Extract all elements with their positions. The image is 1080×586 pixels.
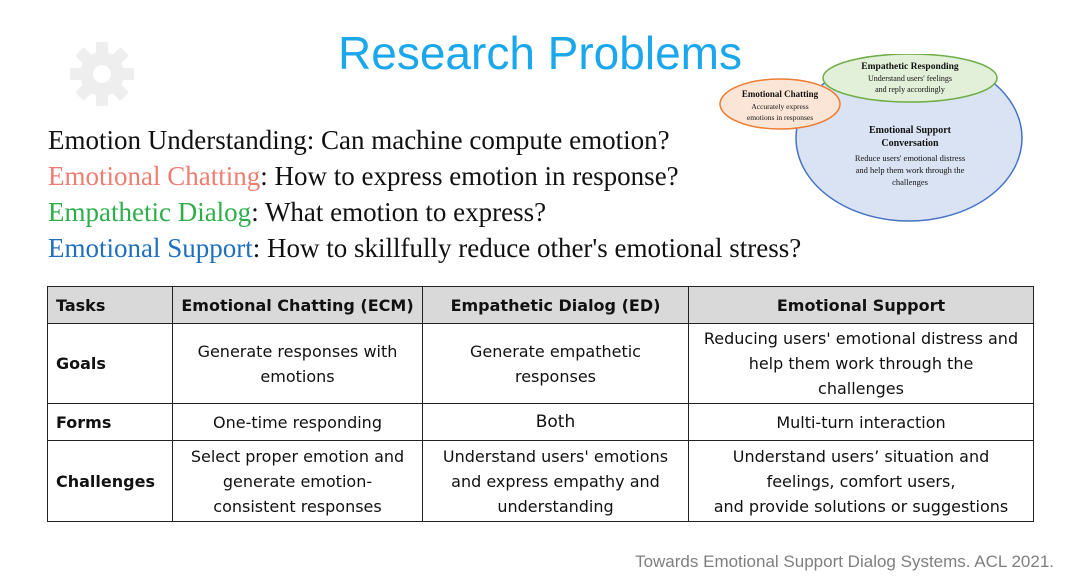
row-label: Challenges bbox=[47, 440, 173, 522]
table-header-cell: Emotional Support bbox=[688, 286, 1034, 324]
cell-line: challenges bbox=[818, 379, 904, 398]
table-cell: Understand users' emotions and express e… bbox=[422, 440, 689, 522]
venn-orange-title: Emotional Chatting bbox=[742, 89, 819, 99]
row-label: Forms bbox=[47, 403, 173, 441]
table-cell: Reducing users' emotional distress and h… bbox=[688, 323, 1034, 404]
cell-line: help them work through the bbox=[748, 354, 974, 373]
citation: Towards Emotional Support Dialog Systems… bbox=[635, 552, 1054, 571]
cell-line: Generate responses with bbox=[197, 341, 398, 361]
cell-line: Multi-turn interaction bbox=[776, 412, 946, 432]
venn-outer-desc-2: and help them work through the bbox=[856, 165, 965, 175]
venn-green-ellipse bbox=[822, 54, 998, 103]
table-cell: Generate responses with emotions bbox=[172, 323, 423, 404]
venn-green-title: Empathetic Responding bbox=[861, 62, 959, 72]
table-cell: One-time responding bbox=[172, 403, 423, 441]
venn-outer-title-1: Emotional Support bbox=[869, 125, 952, 136]
cell-line: and provide solutions or suggestions bbox=[713, 496, 1009, 516]
cell-line: One-time responding bbox=[213, 412, 382, 432]
cell-line: Both bbox=[535, 411, 576, 432]
cell-line: Understand users' emotions bbox=[442, 446, 669, 466]
cell-line: understanding bbox=[497, 496, 614, 516]
problem-question: : How to skillfully reduce other's emoti… bbox=[252, 233, 802, 263]
cell-line: generate emotion- bbox=[222, 471, 373, 491]
problem-question: : How to express emotion in response? bbox=[260, 161, 679, 191]
cell-line: and express empathy and bbox=[451, 471, 660, 491]
cell-line: Generate empathetic bbox=[470, 341, 641, 361]
venn-outer-desc-1: Reduce users' emotional distress bbox=[855, 153, 965, 163]
cell-line: emotions bbox=[260, 366, 335, 386]
problem-emotion-understanding: Emotion Understanding: Can machine compu… bbox=[48, 122, 801, 158]
cell-line: Select proper emotion and bbox=[190, 446, 405, 466]
problem-question: : Can machine compute emotion? bbox=[306, 125, 670, 155]
cell-line: feelings, comfort users, bbox=[766, 471, 956, 491]
venn-orange-desc-1: Accurately express bbox=[751, 102, 808, 111]
tasks-comparison-table: Tasks Emotional Chatting (ECM) Empatheti… bbox=[47, 286, 1034, 522]
problem-emotional-support: Emotional Support: How to skillfully red… bbox=[48, 230, 801, 266]
problem-term: Emotion Understanding bbox=[48, 125, 307, 155]
problem-emotional-chatting: Emotional Chatting: How to express emoti… bbox=[48, 158, 801, 194]
table-header-row: Tasks Emotional Chatting (ECM) Empatheti… bbox=[47, 286, 1034, 324]
cell-line: Reducing users' emotional distress and bbox=[703, 329, 1019, 348]
problem-question: : What emotion to express? bbox=[251, 197, 547, 227]
table-cell: Both bbox=[422, 403, 689, 441]
gear-icon bbox=[70, 42, 134, 106]
problem-term: Emotional Support bbox=[48, 233, 253, 263]
table-header-cell: Empathetic Dialog (ED) bbox=[422, 286, 689, 324]
table-cell: Select proper emotion and generate emoti… bbox=[172, 440, 423, 522]
venn-orange-ellipse bbox=[719, 78, 841, 130]
table-row: Forms One-time responding Both Multi-tur… bbox=[47, 403, 1034, 441]
problem-term: Emotional Chatting bbox=[48, 161, 261, 191]
venn-outer-desc-3: challenges bbox=[892, 177, 928, 187]
table-cell: Multi-turn interaction bbox=[688, 403, 1034, 441]
problem-empathetic-dialog: Empathetic Dialog: What emotion to expre… bbox=[48, 194, 801, 230]
venn-outer-title-2: Conversation bbox=[881, 138, 939, 149]
cell-line: Understand users’ situation and bbox=[732, 446, 990, 466]
table-row: Challenges Select proper emotion and gen… bbox=[47, 440, 1034, 522]
table-header-cell: Emotional Chatting (ECM) bbox=[172, 286, 423, 324]
slide-title: Research Problems bbox=[338, 27, 742, 79]
table-cell: Generate empathetic responses bbox=[422, 323, 689, 404]
cell-line: consistent responses bbox=[213, 496, 382, 516]
research-problems-list: Emotion Understanding: Can machine compu… bbox=[48, 122, 801, 266]
cell-line: responses bbox=[514, 366, 596, 386]
venn-diagram: Empathetic Responding Understand users' … bbox=[719, 54, 1023, 222]
venn-green-desc-1: Understand users' feelings bbox=[868, 74, 952, 83]
venn-green-desc-2: and reply accordingly bbox=[875, 85, 945, 94]
problem-term: Empathetic Dialog bbox=[48, 197, 252, 227]
row-label: Goals bbox=[47, 323, 173, 404]
table-cell: Understand users’ situation and feelings… bbox=[688, 440, 1034, 522]
table-header-cell: Tasks bbox=[47, 286, 173, 324]
table-row: Goals Generate responses with emotions G… bbox=[47, 323, 1034, 404]
venn-orange-desc-2: emotions in responses bbox=[747, 113, 813, 122]
